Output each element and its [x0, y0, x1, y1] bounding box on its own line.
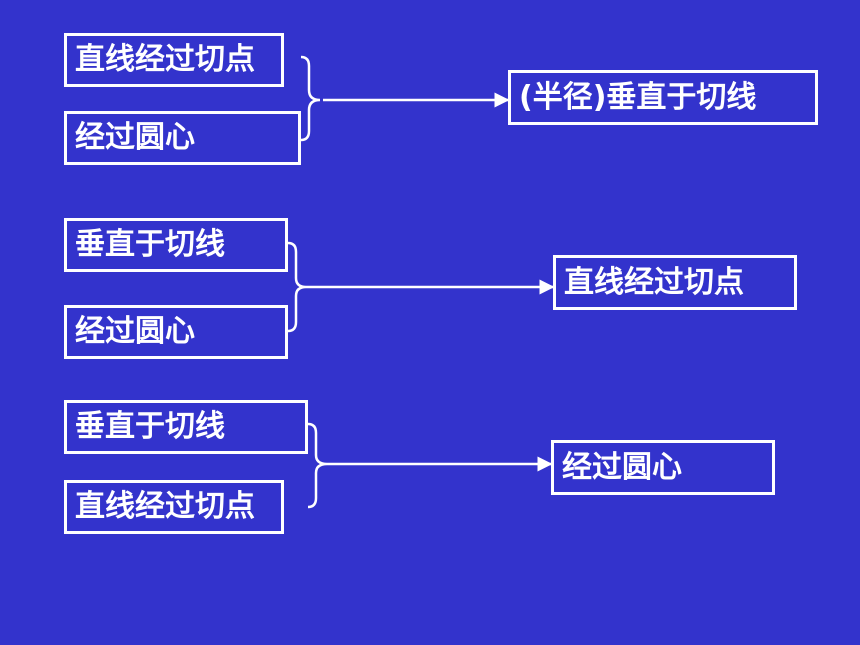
group2-conclusion-text: 直线经过切点 [564, 264, 744, 300]
group1-conclusion-text: (半径)垂直于切线 [519, 79, 757, 115]
group1-premise-2-box: 经过圆心 [64, 111, 301, 165]
group3-premise-2-box: 直线经过切点 [64, 480, 284, 534]
group1-premise-1-text: 直线经过切点 [75, 42, 255, 77]
group1-premise-2-text: 经过圆心 [75, 120, 195, 155]
group3-brace [307, 422, 328, 509]
group3-conclusion-text: 经过圆心 [562, 449, 682, 485]
group2-conclusion-box: 直线经过切点 [553, 255, 797, 310]
group1-brace [300, 55, 321, 142]
group1-conclusion-box: (半径)垂直于切线 [508, 70, 818, 125]
group3-conclusion-box: 经过圆心 [551, 440, 775, 495]
group2-brace [287, 241, 307, 333]
group2-premise-1-text: 垂直于切线 [75, 227, 225, 262]
group1-premise-1-box: 直线经过切点 [64, 33, 284, 87]
group3-premise-2-text: 直线经过切点 [75, 489, 255, 524]
group2-premise-2-box: 经过圆心 [64, 305, 288, 359]
group3-premise-1-box: 垂直于切线 [64, 400, 308, 454]
group3-premise-1-text: 垂直于切线 [75, 409, 225, 444]
group2-premise-2-text: 经过圆心 [75, 314, 195, 349]
group2-premise-1-box: 垂直于切线 [64, 218, 288, 272]
